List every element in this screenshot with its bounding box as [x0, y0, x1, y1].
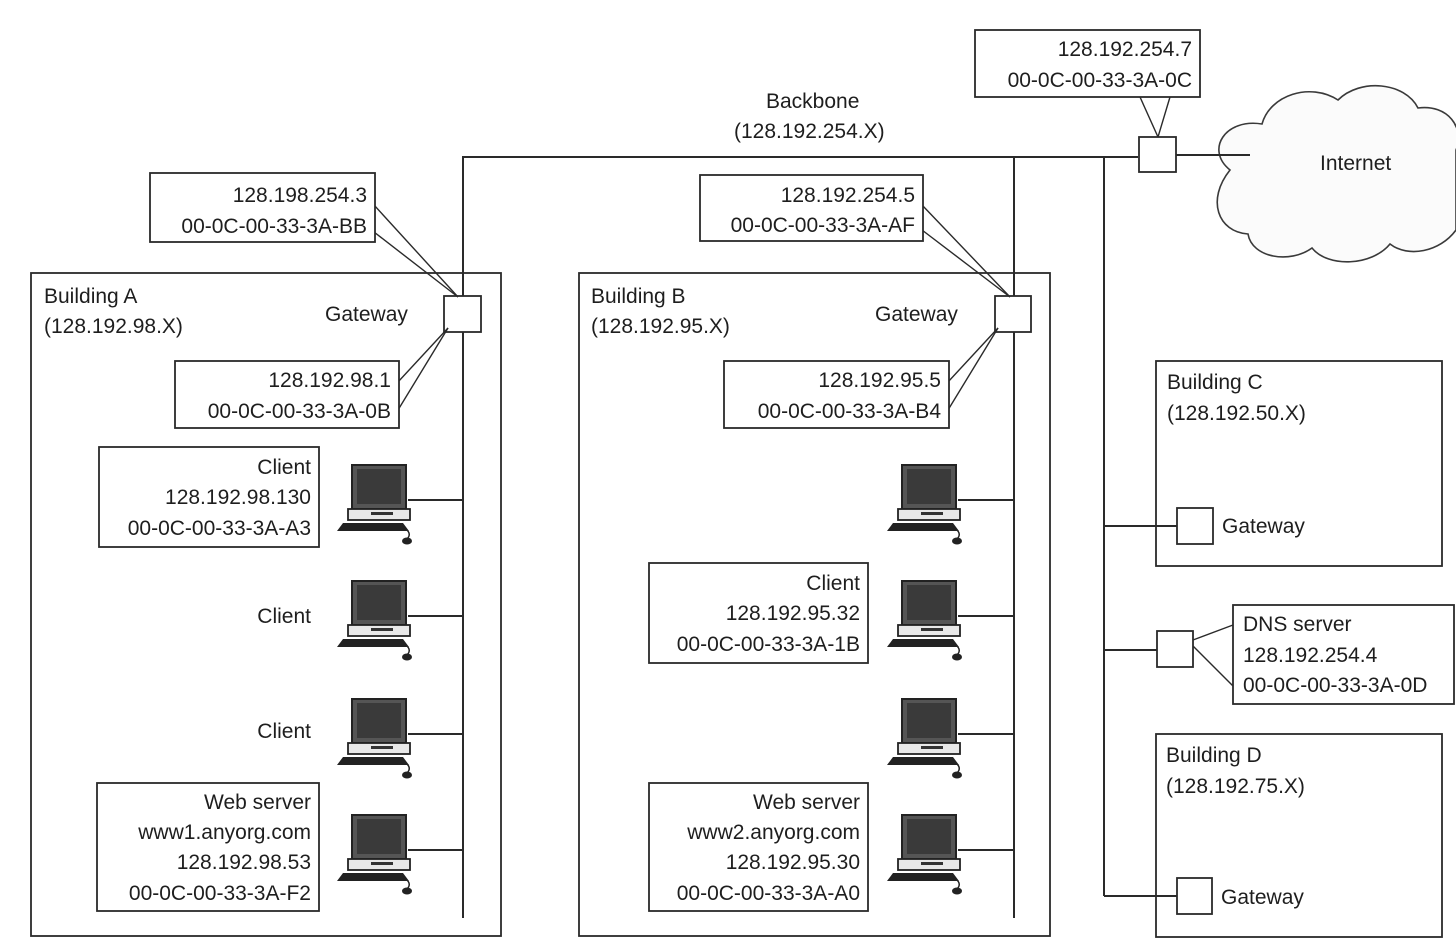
internet-cloud — [1216, 84, 1456, 263]
b-pc2-computer-icon — [886, 698, 963, 780]
building-c-box — [1155, 360, 1443, 567]
dns-callout-2 — [1192, 645, 1234, 687]
building-a-box — [30, 272, 502, 937]
building-a-name: Building A — [44, 285, 137, 308]
building-b-gateway-label: Gateway — [875, 303, 958, 326]
b-gw-inner-callout-2 — [947, 327, 999, 411]
b-client-role: Client — [806, 572, 860, 595]
b-gw-inner-callout-1 — [947, 327, 999, 383]
router-ip: 128.192.254.7 — [1058, 38, 1192, 61]
a-gw-inner-callout-2 — [397, 327, 449, 411]
internet-label: Internet — [1320, 152, 1391, 175]
a-client1-box — [98, 446, 320, 548]
b-gw-outer-callout-1 — [921, 204, 1011, 298]
building-d-name: Building D — [1166, 744, 1262, 767]
b-gw-inner-box — [723, 360, 950, 429]
b-web-mac: 00-0C-00-33-3A-A0 — [677, 882, 860, 905]
building-d-gateway-label: Gateway — [1221, 886, 1304, 909]
a-client2-computer-icon — [336, 580, 413, 662]
building-a-gateway-label: Gateway — [325, 303, 408, 326]
b-gw-outer-mac: 00-0C-00-33-3A-AF — [731, 214, 915, 237]
building-c-network: (128.192.50.X) — [1167, 402, 1306, 425]
a-web-mac: 00-0C-00-33-3A-F2 — [129, 882, 311, 905]
b-web-host: www2.anyorg.com — [686, 821, 860, 844]
backbone-title: Backbone — [766, 90, 859, 113]
dns-callout-1 — [1192, 624, 1234, 641]
building-b-box — [578, 272, 1051, 937]
b-client-computer-icon — [886, 580, 963, 662]
a-web-host: www1.anyorg.com — [137, 821, 311, 844]
building-d-network: (128.192.75.X) — [1166, 775, 1305, 798]
dns-role: DNS server — [1243, 613, 1352, 636]
a-gw-outer-box — [149, 172, 376, 243]
router-mac: 00-0C-00-33-3A-0C — [1008, 69, 1192, 92]
a-web-role: Web server — [204, 791, 311, 814]
router-callout-line — [1139, 96, 1159, 138]
building-b-network: (128.192.95.X) — [591, 315, 730, 338]
a-gw-outer-mac: 00-0C-00-33-3A-BB — [181, 215, 367, 238]
b-client-ip: 128.192.95.32 — [726, 602, 860, 625]
dns-mac: 00-0C-00-33-3A-0D — [1243, 674, 1427, 697]
a-gw-inner-ip: 128.192.98.1 — [268, 369, 391, 392]
a-client2-role: Client — [257, 605, 311, 628]
b-gw-inner-mac: 00-0C-00-33-3A-B4 — [758, 400, 942, 423]
b-web-role: Web server — [753, 791, 860, 814]
building-d-box — [1155, 733, 1443, 938]
dns-ip: 128.192.254.4 — [1243, 644, 1378, 667]
building-a-gateway-box — [443, 295, 482, 333]
b-gw-outer-box — [699, 174, 924, 242]
b-client-box — [648, 562, 869, 664]
b-client-mac: 00-0C-00-33-3A-1B — [677, 633, 860, 656]
a-gw-outer-callout-2 — [373, 231, 459, 298]
dns-box — [1232, 604, 1455, 705]
a-gw-inner-mac: 00-0C-00-33-3A-0B — [208, 400, 391, 423]
a-client3-role: Client — [257, 720, 311, 743]
a-gw-outer-callout-1 — [373, 204, 459, 298]
b-web-ip: 128.192.95.30 — [726, 851, 860, 874]
a-gw-outer-ip: 128.198.254.3 — [233, 184, 367, 207]
b-web-box — [648, 782, 869, 912]
b-gw-inner-ip: 128.192.95.5 — [818, 369, 941, 392]
backbone-network: (128.192.254.X) — [734, 120, 885, 143]
a-client1-computer-icon — [336, 464, 413, 546]
a-client3-computer-icon — [336, 698, 413, 780]
router-label-box — [974, 29, 1201, 98]
b-web-server-computer-icon — [886, 814, 963, 896]
b-gw-outer-callout-2 — [921, 229, 1011, 298]
a-web-server-computer-icon — [336, 814, 413, 896]
building-b-gateway-box — [994, 295, 1032, 333]
a-web-box — [96, 782, 320, 912]
a-gw-inner-box — [174, 360, 400, 429]
dns-node-box — [1156, 630, 1194, 668]
router-box — [1138, 136, 1177, 173]
a-web-ip: 128.192.98.53 — [177, 851, 311, 874]
a-client1-mac: 00-0C-00-33-3A-A3 — [128, 517, 311, 540]
a-client1-ip: 128.192.98.130 — [165, 486, 311, 509]
building-a-network: (128.192.98.X) — [44, 315, 183, 338]
router-callout-line-2 — [1157, 96, 1171, 138]
building-d-gateway-box — [1176, 877, 1213, 915]
building-c-gateway-box — [1176, 507, 1214, 545]
building-b-name: Building B — [591, 285, 686, 308]
backbone-line — [462, 156, 1138, 298]
building-c-gateway-label: Gateway — [1222, 515, 1305, 538]
a-client1-role: Client — [257, 456, 311, 479]
building-c-name: Building C — [1167, 371, 1263, 394]
b-pc1-computer-icon — [886, 464, 963, 546]
b-gw-outer-ip: 128.192.254.5 — [781, 184, 915, 207]
a-gw-inner-callout-1 — [397, 327, 449, 383]
